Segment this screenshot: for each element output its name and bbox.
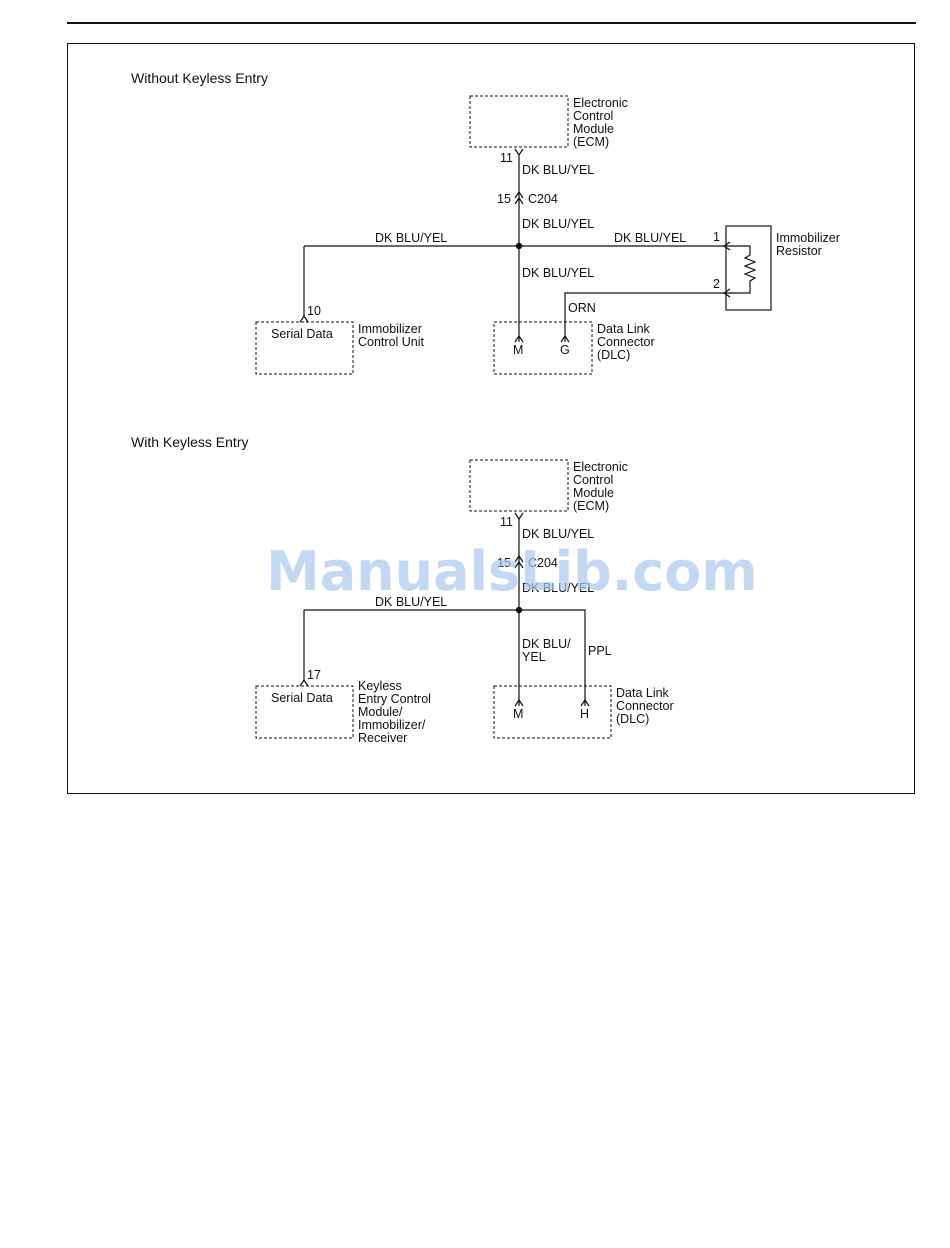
dlc-label-line3: (DLC) [597, 348, 630, 362]
resistor-pin-1: 1 [713, 230, 720, 244]
serial-pin-number: 10 [307, 304, 321, 318]
wire-color-ppl: PPL [588, 644, 612, 658]
ppl-wire [519, 609, 586, 706]
wire-color-left: DK BLU/YEL [375, 595, 447, 609]
dlc-terminal-g [560, 334, 570, 343]
keyless-label-line1: Keyless [358, 679, 402, 693]
wire-color-orn: ORN [568, 301, 596, 315]
resistor-pin-2: 2 [713, 277, 720, 291]
resistor-label-line1: Immobilizer [776, 231, 840, 245]
wire-color-left: DK BLU/YEL [375, 231, 447, 245]
serial-data-text: Serial Data [271, 691, 333, 705]
c204-pin-number: 15 [497, 556, 511, 570]
wire-color-after-c204: DK BLU/YEL [522, 581, 594, 595]
ecm-label-line2: Control [573, 473, 613, 487]
dlc-label-line1: Data Link [597, 322, 651, 336]
dlc-terminal-m [514, 698, 524, 707]
top-rule [67, 22, 916, 24]
dlc-pin-h: H [580, 707, 589, 721]
resistor-label-line2: Resistor [776, 244, 822, 258]
section-heading: With Keyless Entry [131, 434, 248, 450]
ecm-terminal-symbol [514, 148, 524, 157]
wire-color-right: DK BLU/YEL [614, 231, 686, 245]
dlc-label-line1: Data Link [616, 686, 670, 700]
ecm-label-line4: (ECM) [573, 499, 609, 513]
dlc-pin-g: G [560, 343, 570, 357]
ecm-label-line1: Electronic [573, 96, 628, 110]
dlc-terminal-h [580, 698, 590, 707]
orn-wire [564, 292, 724, 342]
dlc-label-line3: (DLC) [616, 712, 649, 726]
control-unit-label-line2: Control Unit [358, 335, 425, 349]
wire-color-down: DK BLU/YEL [522, 266, 594, 280]
dlc-pin-m: M [513, 343, 523, 357]
diagram-frame [67, 43, 915, 794]
c204-connector-symbol [514, 554, 524, 569]
keyless-module-box [255, 685, 354, 739]
c204-connector-symbol [514, 190, 524, 205]
resistor-symbol [726, 245, 757, 294]
c204-label: C204 [528, 556, 558, 570]
ecm-pin-number: 11 [500, 515, 513, 529]
immobilizer-control-box [255, 321, 354, 375]
section-without-keyless: Without Keyless Entry Electronic Control… [131, 70, 840, 375]
ecm-label-line3: Module [573, 486, 614, 500]
keyless-label-line3: Module/ [358, 705, 403, 719]
c204-label: C204 [528, 192, 558, 206]
serial-data-text: Serial Data [271, 327, 333, 341]
control-unit-label-line1: Immobilizer [358, 322, 422, 336]
wire-color-down-line1: DK BLU/ [522, 637, 571, 651]
serial-terminal-symbol [299, 678, 309, 687]
serial-pin-number: 17 [307, 668, 321, 682]
section-with-keyless: With Keyless Entry Electronic Control Mo… [131, 434, 674, 745]
keyless-label-line5: Receiver [358, 731, 407, 745]
dlc-box [493, 685, 612, 739]
dlc-pin-m: M [513, 707, 523, 721]
section-heading: Without Keyless Entry [131, 70, 268, 86]
resistor-terminal-1 [722, 241, 731, 251]
keyless-label-line4: Immobilizer/ [358, 718, 426, 732]
ecm-pin-number: 11 [500, 151, 513, 165]
ecm-box [469, 95, 569, 148]
dlc-terminal-m [514, 334, 524, 343]
ecm-label-line3: Module [573, 122, 614, 136]
immobilizer-resistor-box [725, 225, 772, 311]
ecm-label-line1: Electronic [573, 460, 628, 474]
keyless-label-line2: Entry Control [358, 692, 431, 706]
watermark-text: ManualsLib.com [266, 540, 758, 603]
dlc-box [493, 321, 593, 375]
wire-color-ecm: DK BLU/YEL [522, 163, 594, 177]
ecm-label-line4: (ECM) [573, 135, 609, 149]
serial-terminal-symbol [299, 314, 309, 323]
ecm-box [469, 459, 569, 512]
ecm-terminal-symbol [514, 512, 524, 521]
dlc-label-line2: Connector [616, 699, 674, 713]
c204-pin-number: 15 [497, 192, 511, 206]
wire-color-after-c204: DK BLU/YEL [522, 217, 594, 231]
dlc-label-line2: Connector [597, 335, 655, 349]
wire-color-ecm: DK BLU/YEL [522, 527, 594, 541]
wire-color-down-line2: YEL [522, 650, 546, 664]
ecm-label-line2: Control [573, 109, 613, 123]
